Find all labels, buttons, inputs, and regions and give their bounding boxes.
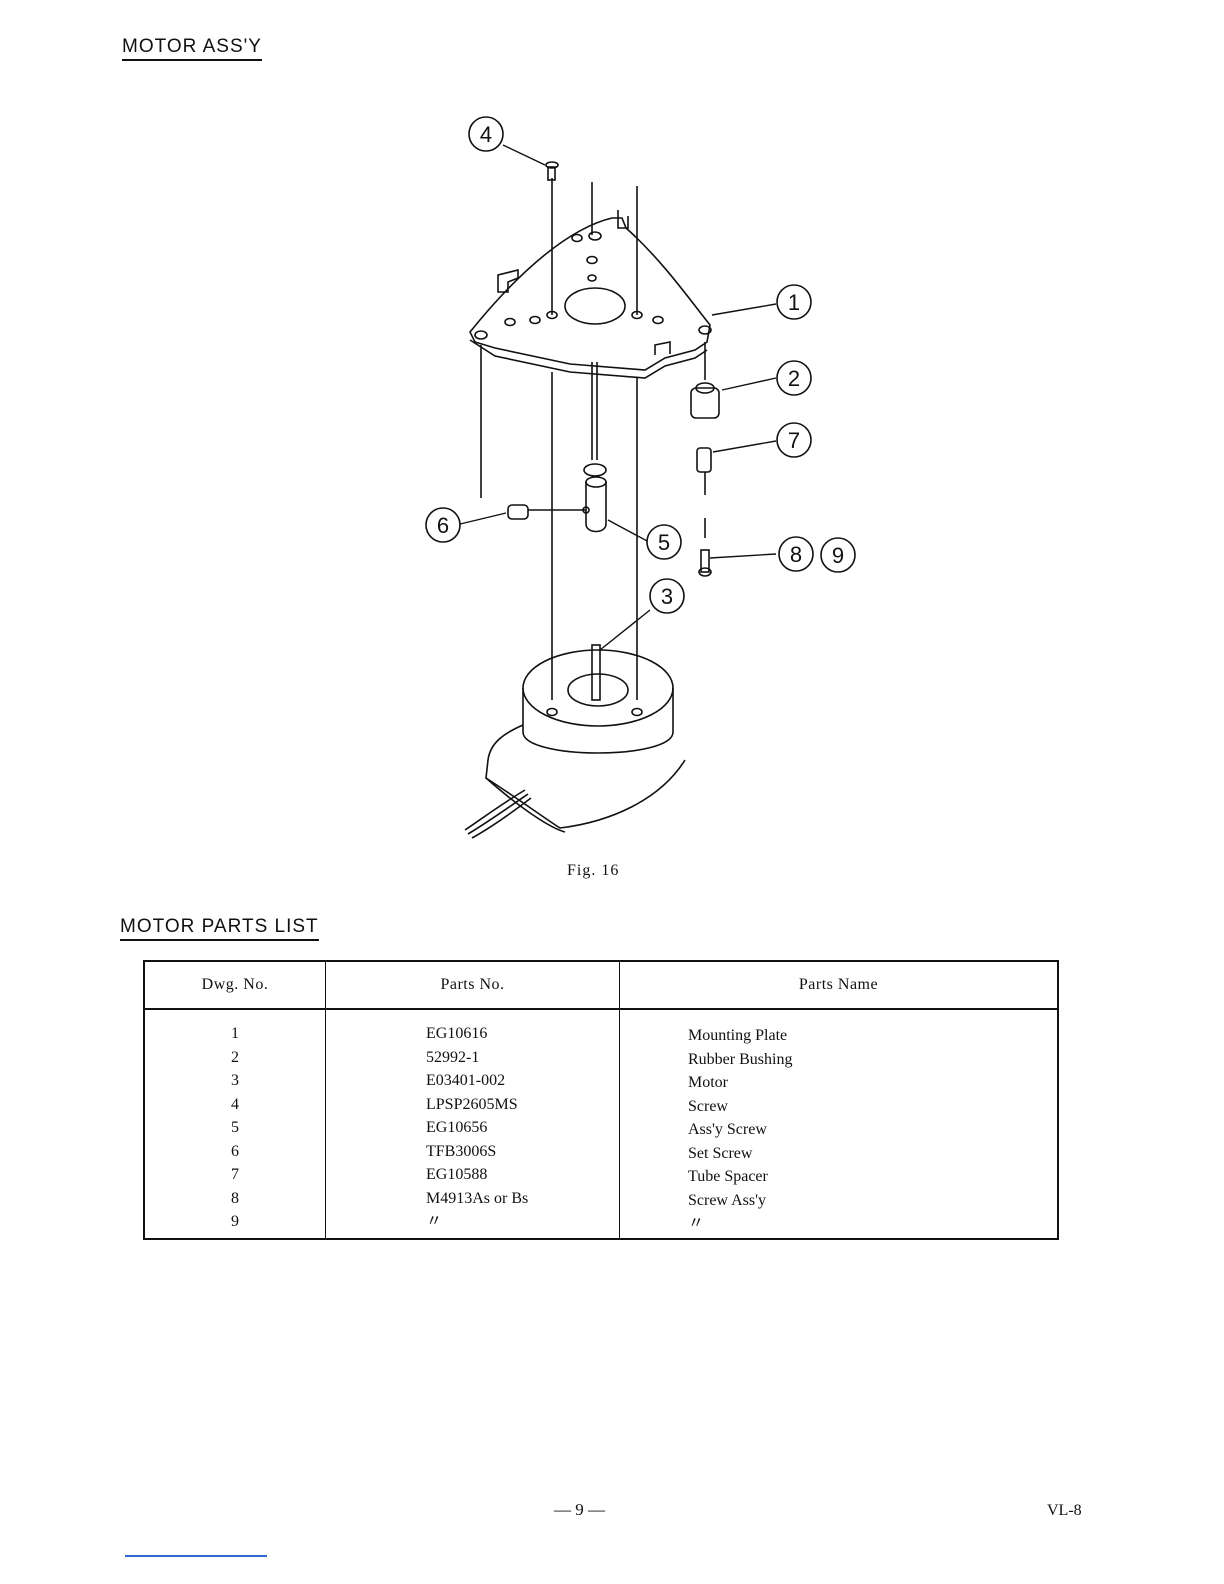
figure-caption: Fig. 16 [567,862,619,880]
parts-name-cell: Motor [688,1071,1057,1095]
parts-name-cell: Set Screw [688,1142,1057,1166]
dwg-no-cell: 2 [145,1046,325,1070]
dwg-no-cell: 5 [145,1116,325,1140]
parts-no-cell: EG10616 [426,1022,619,1046]
dwg-no-cell: 8 [145,1187,325,1211]
parts-no-cell: E03401-002 [426,1069,619,1093]
dwg-no-cell: 6 [145,1140,325,1164]
parts-no-cell: M4913As or Bs [426,1187,619,1211]
parts-no-cell: 52992-1 [426,1046,619,1070]
callout-7-label: 7 [788,428,800,453]
callout-1-label: 1 [788,290,800,315]
parts-name-cell: Tube Spacer [688,1165,1057,1189]
parts-no-cell: EG10656 [426,1116,619,1140]
dwg-no-cell: 3 [145,1069,325,1093]
parts-list-heading: MOTOR PARTS LIST [120,916,319,941]
callout-6-label: 6 [437,513,449,538]
table-header-row: Dwg. No. Parts No. Parts Name [144,961,1058,1009]
dwg-no-cell: 4 [145,1093,325,1117]
parts-name-cell: 〃 [688,1212,1057,1236]
parts-no-cell: TFB3006S [426,1140,619,1164]
callout-3-label: 3 [661,584,673,609]
dwg-no-cell: 9 [145,1210,325,1234]
parts-name-cell: Screw [688,1095,1057,1119]
header-parts-name: Parts Name [620,961,1059,1009]
footer-rule [125,1555,267,1557]
callout-5-label: 5 [658,530,670,555]
document-code: VL-8 [1047,1502,1082,1520]
header-dwg-no: Dwg. No. [144,961,326,1009]
parts-no-cell: LPSP2605MS [426,1093,619,1117]
parts-no-cell: 〃 [426,1210,619,1234]
parts-name-cell: Mounting Plate [688,1024,1057,1048]
header-parts-no: Parts No. [326,961,620,1009]
page-number: — 9 — [554,1500,605,1520]
motor-exploded-diagram: 4 1 2 7 5 6 3 8 9 [400,110,880,850]
parts-no-cell: EG10588 [426,1163,619,1187]
dwg-no-cell: 1 [145,1022,325,1046]
parts-name-cell: Rubber Bushing [688,1048,1057,1072]
parts-name-cell: Screw Ass'y [688,1189,1057,1213]
assembly-heading: MOTOR ASS'Y [122,36,262,61]
callout-9-label: 9 [832,543,844,568]
callout-2-label: 2 [788,366,800,391]
dwg-no-cell: 7 [145,1163,325,1187]
callout-8-label: 8 [790,542,802,567]
parts-name-cell: Ass'y Screw [688,1118,1057,1142]
callout-4-label: 4 [480,122,492,147]
